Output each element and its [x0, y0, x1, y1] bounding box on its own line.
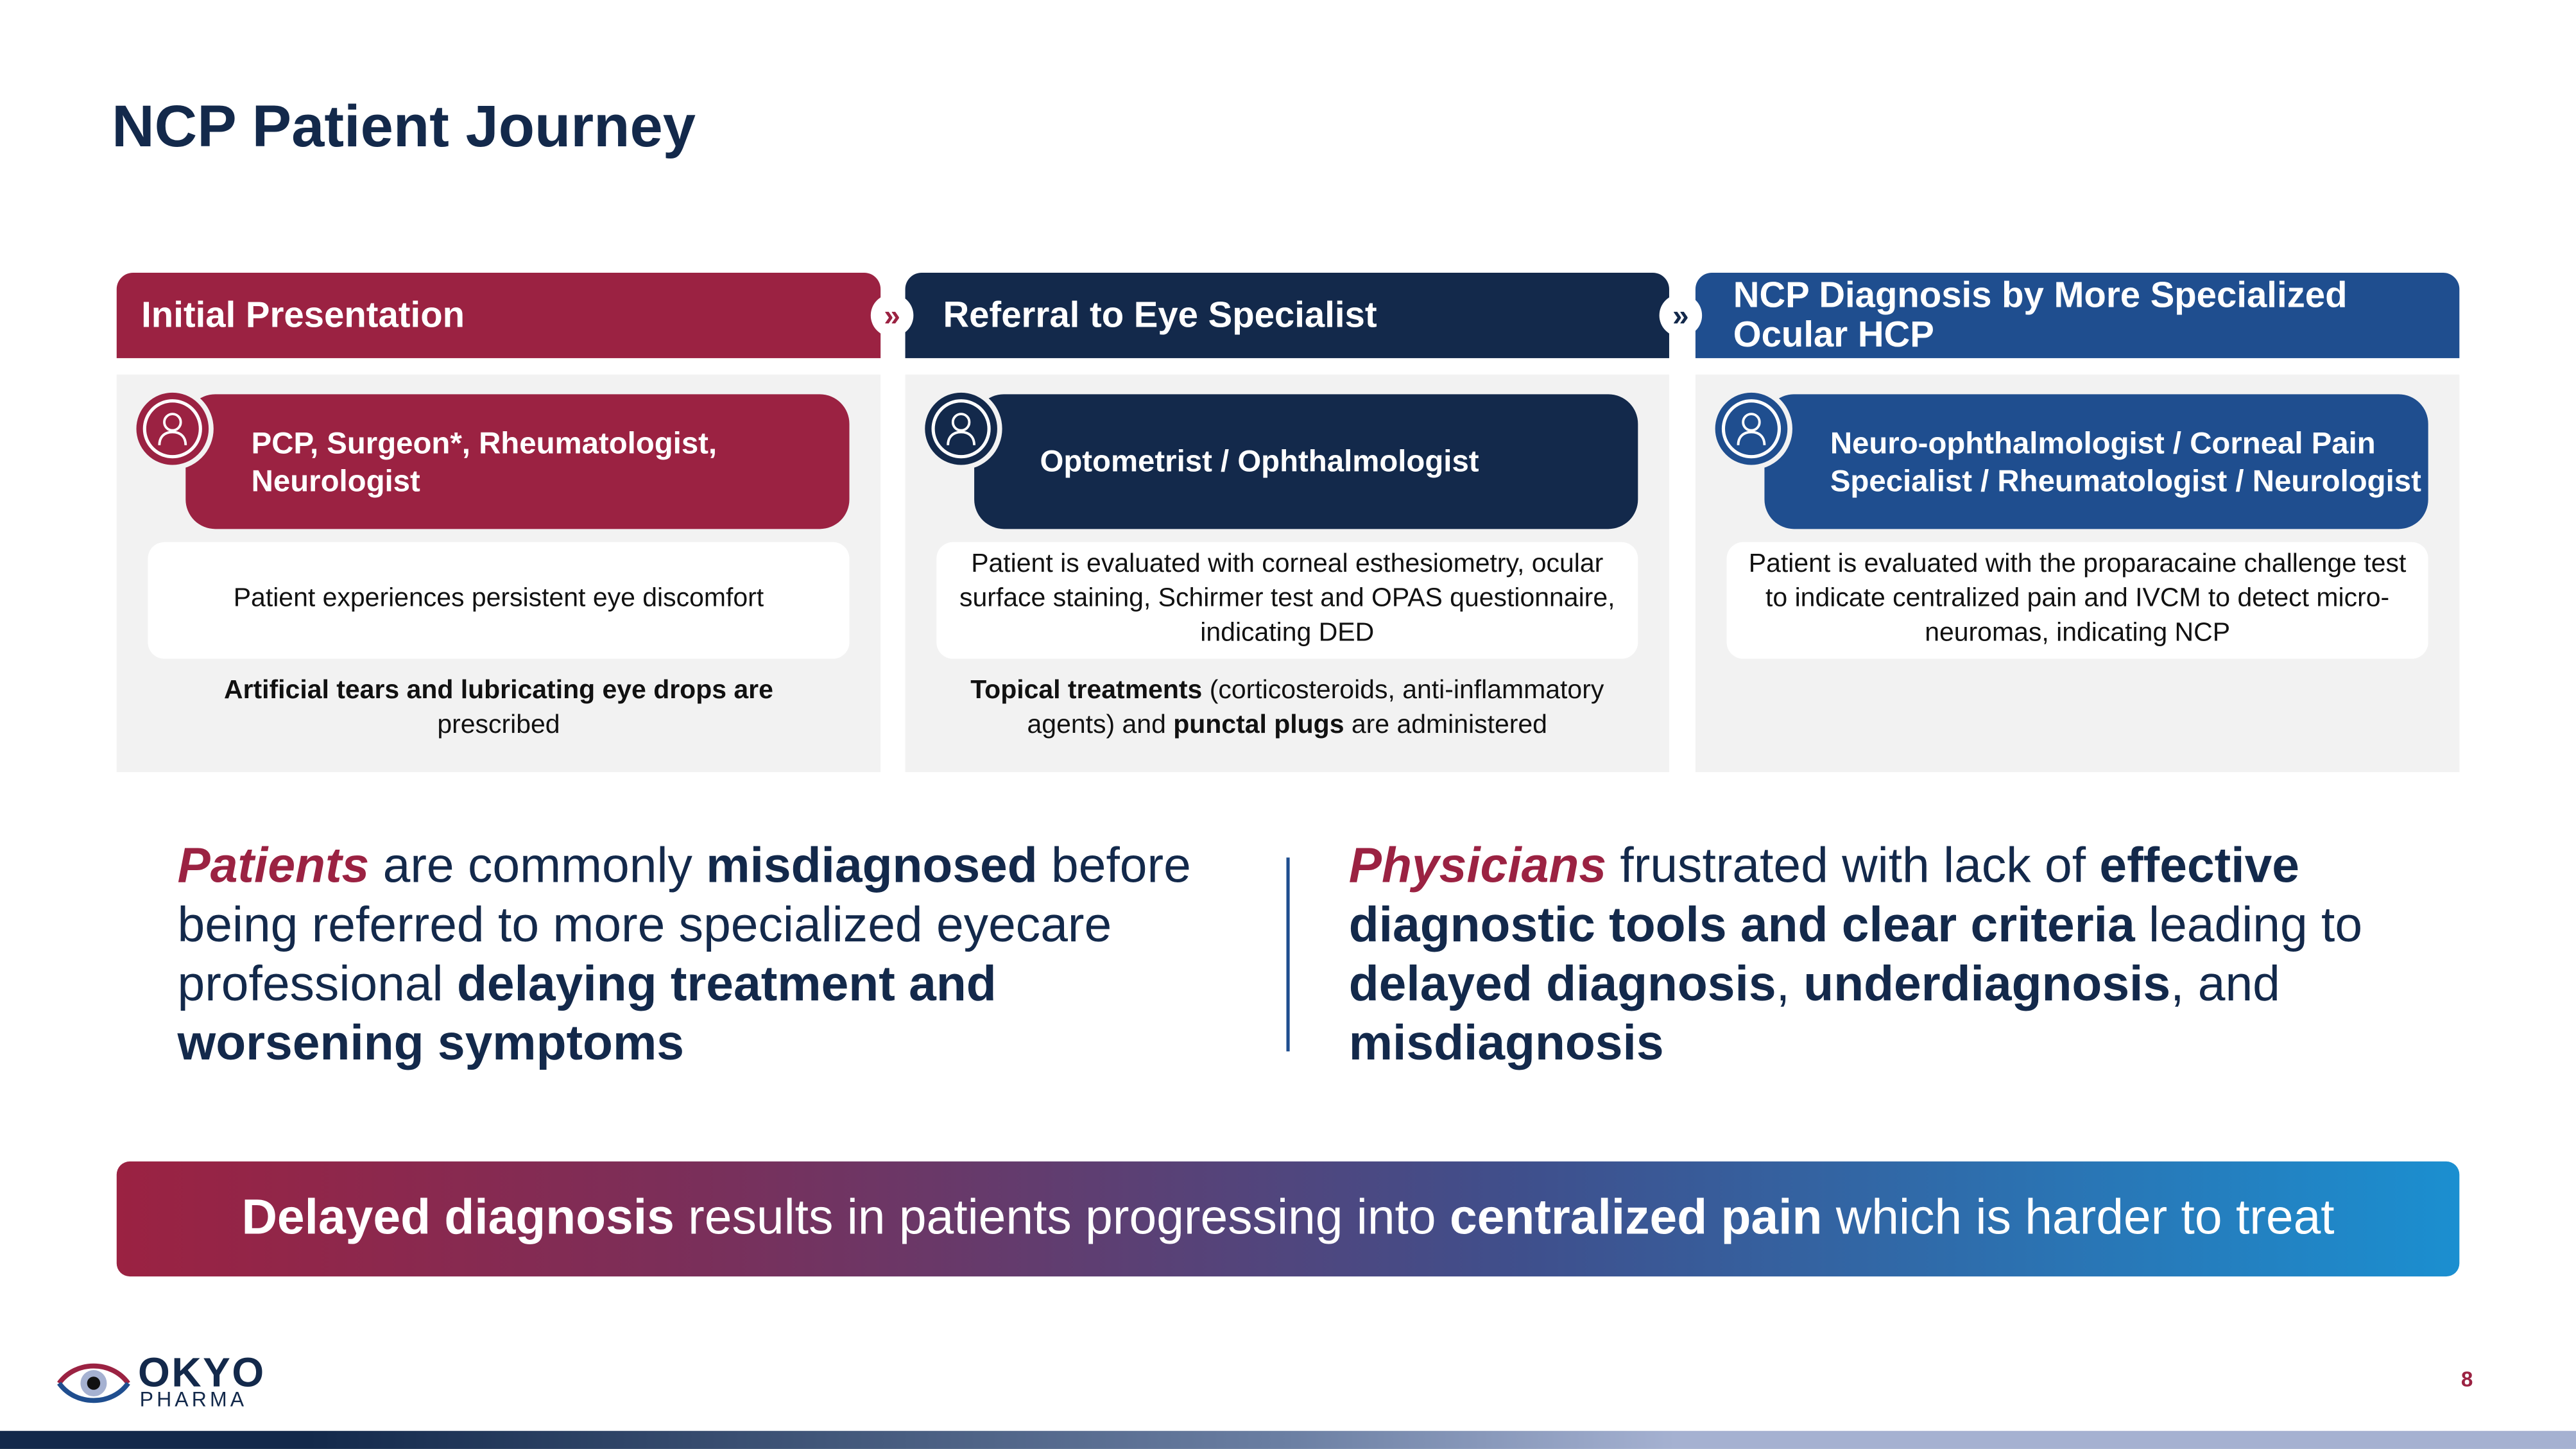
patients-statement: Patients are commonly misdiagnosed befor… — [177, 838, 1228, 1075]
note-text: prescribed — [437, 710, 560, 739]
key-message-banner: Delayed diagnosis results in patients pr… — [116, 1161, 2460, 1277]
role-pill: Neuro-ophthalmologist / Corneal Pain Spe… — [1764, 394, 2428, 529]
emphasis: Patients — [177, 839, 370, 894]
stage-description: Patient is evaluated with the proparacai… — [1726, 542, 2428, 659]
text: are commonly — [369, 839, 707, 894]
emphasis: misdiagnosed — [706, 839, 1038, 894]
okyo-pharma-logo: OKYO PHARMA — [56, 1350, 286, 1412]
text: leading to — [2134, 898, 2363, 953]
logo-text: OKYO — [138, 1350, 266, 1396]
text: frustrated with lack of — [1606, 839, 2100, 894]
stage-panel-initial-presentation: PCP, Surgeon*, Rheumatologist, Neurologi… — [116, 374, 881, 773]
stage-panel-referral: Optometrist / Ophthalmologist Patient is… — [905, 374, 1669, 773]
stage-panel-ncp-diagnosis: Neuro-ophthalmologist / Corneal Pain Spe… — [1695, 374, 2460, 773]
stage-treatment-note: Topical treatments (corticosteroids, ant… — [906, 675, 1669, 743]
emphasis: effective diagnostic tools and clear cri… — [1348, 839, 2300, 953]
logo-subtext: PHARMA — [139, 1388, 248, 1412]
emphasis: underdiagnosis — [1803, 957, 2171, 1012]
emphasis: delayed diagnosis — [1348, 957, 1776, 1012]
emphasis: Physicians — [1348, 839, 1607, 894]
chevron-right-icon: » — [870, 294, 914, 337]
stage-header-referral: Referral to Eye Specialist — [905, 272, 1669, 359]
note-bold: punctal plugs — [1173, 710, 1344, 739]
stage-treatment-note: Artificial tears and lubricating eye dro… — [117, 675, 880, 743]
text: , — [1776, 957, 1804, 1012]
specialist-icon — [1710, 388, 1792, 470]
stage-header-ncp-diagnosis: NCP Diagnosis by More Specialized Ocular… — [1695, 272, 2460, 359]
note-bold: Topical treatments — [970, 676, 1203, 705]
note-text: are administered — [1344, 710, 1547, 739]
doctor-icon — [131, 388, 214, 470]
page-number: 8 — [2460, 1366, 2473, 1392]
eye-logo-icon — [57, 1363, 130, 1403]
stage-description: Patient is evaluated with corneal esthes… — [936, 542, 1638, 659]
role-pill: Optometrist / Ophthalmologist — [974, 394, 1638, 529]
text: which is harder to treat — [1822, 1191, 2335, 1246]
role-pill: PCP, Surgeon*, Rheumatologist, Neurologi… — [185, 394, 850, 529]
divider — [1286, 857, 1290, 1052]
emphasis: delaying treatment and worsening symptom… — [177, 957, 997, 1072]
text: results in patients progressing into — [674, 1191, 1450, 1246]
note-bold: Artificial tears and lubricating eye dro… — [224, 676, 773, 705]
page-title: NCP Patient Journey — [112, 92, 696, 160]
stage-description: Patient experiences persistent eye disco… — [148, 542, 850, 659]
note-text: (corticosteroids, anti-inflammatory agen… — [1027, 676, 1604, 739]
emphasis: Delayed diagnosis — [241, 1191, 674, 1246]
text: , and — [2170, 957, 2280, 1012]
chevron-right-icon: » — [1659, 294, 1703, 337]
eye-doctor-icon — [920, 388, 1002, 470]
stage-header-initial-presentation: Initial Presentation — [116, 272, 881, 359]
emphasis: misdiagnosis — [1348, 1016, 1664, 1072]
text: before being referred to more specialize… — [177, 839, 1191, 1012]
emphasis: centralized pain — [1449, 1191, 1823, 1246]
footer-gradient-strip — [0, 1430, 2576, 1449]
physicians-statement: Physicians frustrated with lack of effec… — [1349, 838, 2400, 1075]
